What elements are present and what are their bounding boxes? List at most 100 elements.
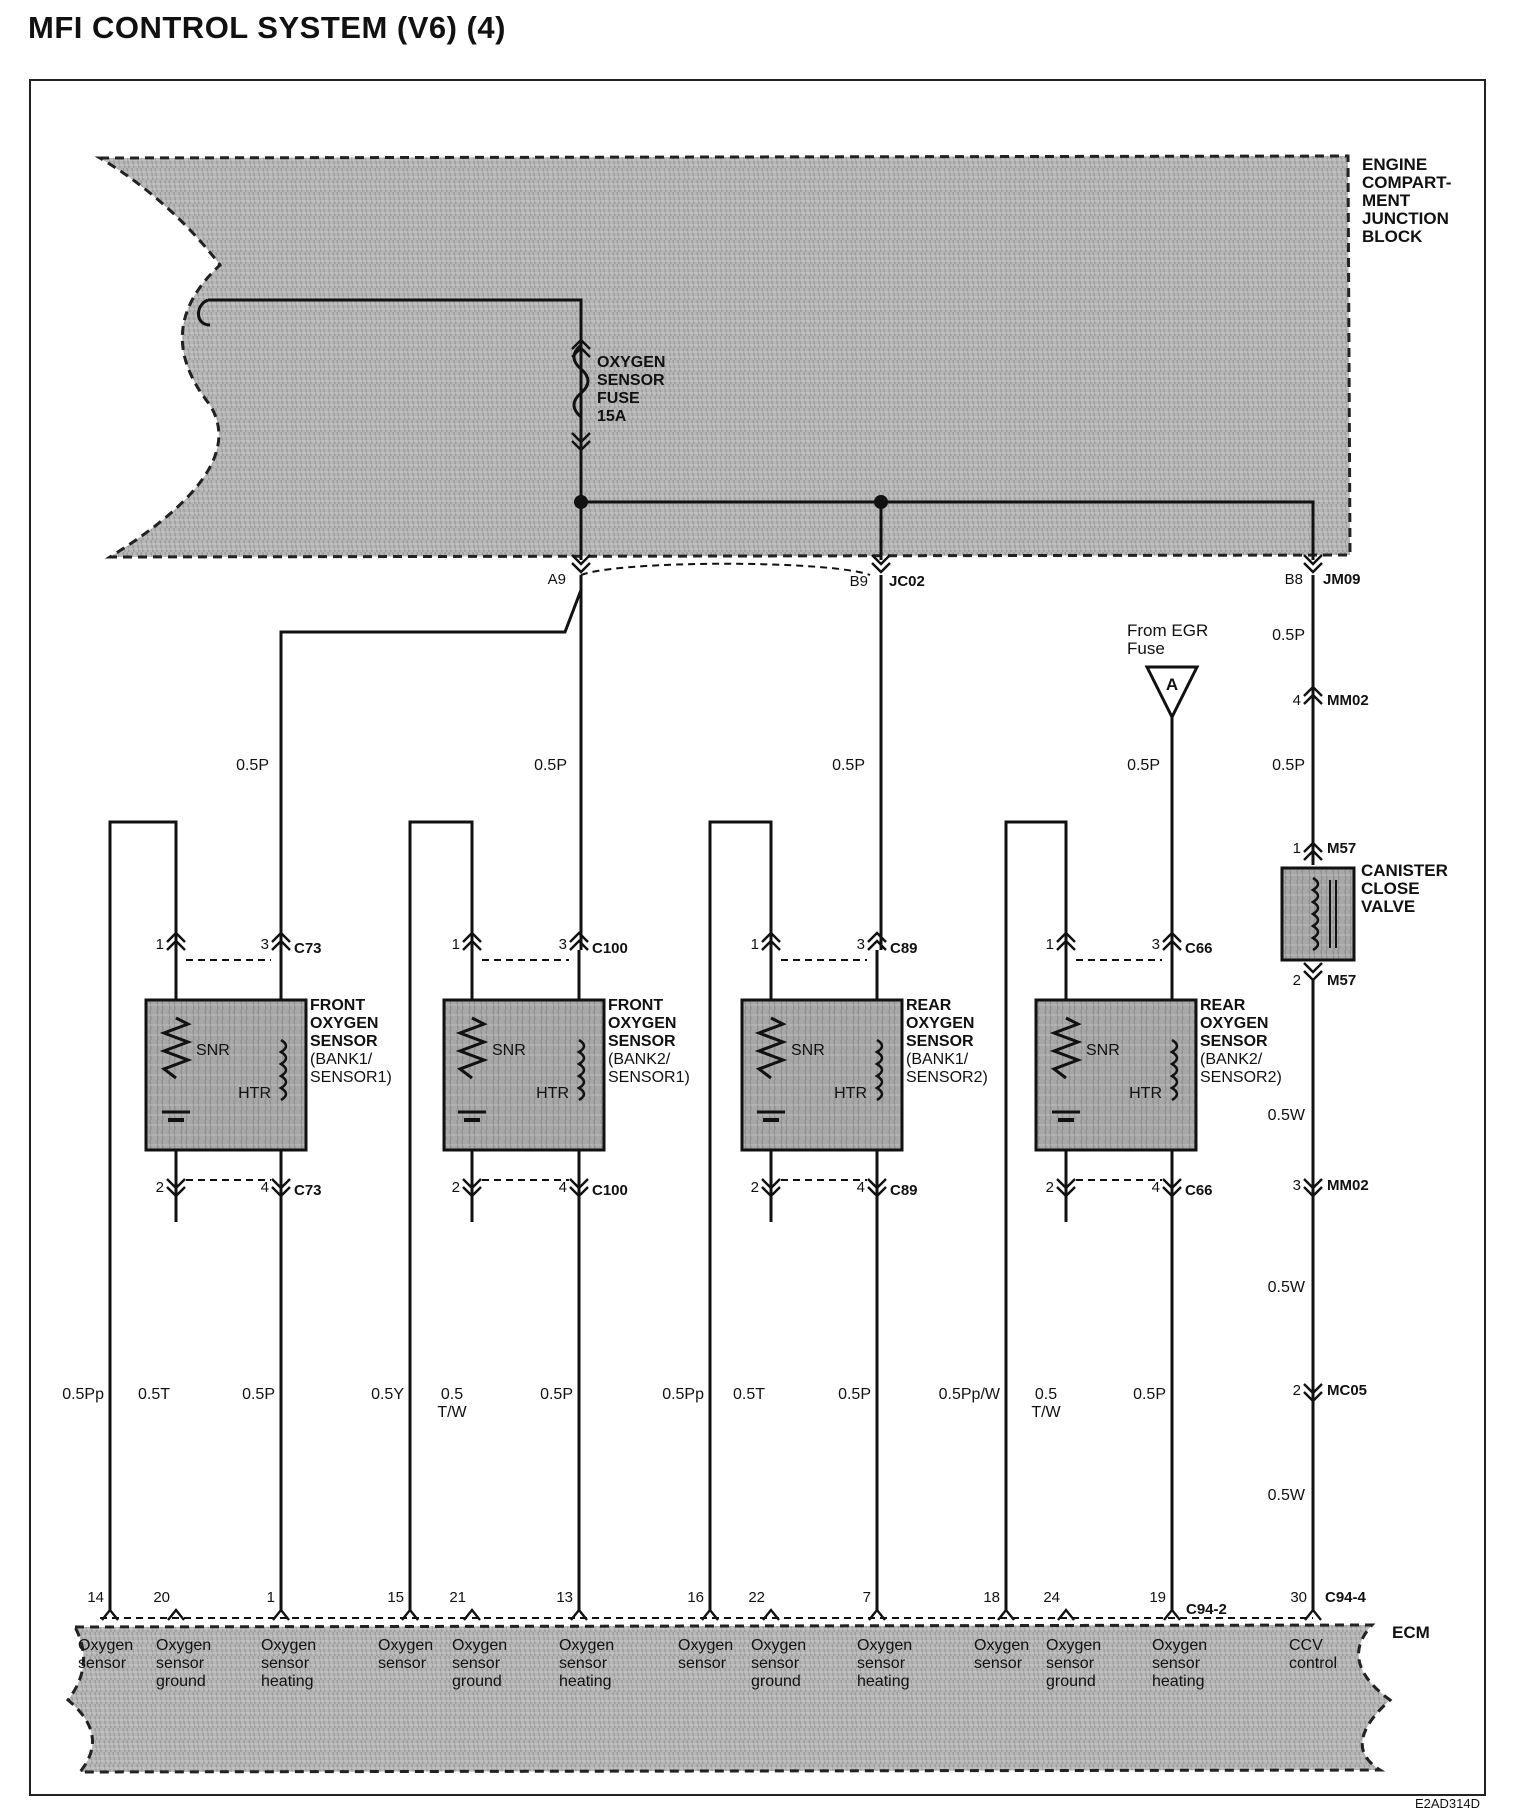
supply-wire-label: 0.5P	[1127, 757, 1160, 774]
ccv-wire-label: 0.5W	[1268, 1107, 1306, 1124]
ecm-pin-description: Oxygen	[559, 1637, 614, 1654]
ecm-pin-number: 13	[556, 1589, 573, 1606]
sensor-outer-wire	[108, 820, 178, 1610]
pin-number: 1	[751, 936, 759, 953]
ecm-pin-description: sensor	[678, 1655, 727, 1672]
connector-mark	[1162, 1178, 1182, 1198]
heater-coil-icon	[1169, 1038, 1179, 1102]
diagram-frame	[29, 79, 1486, 1796]
ecm-pin-description: CCV	[1289, 1637, 1323, 1654]
htr-label: HTR	[1129, 1085, 1162, 1102]
ecm-block	[65, 1623, 1393, 1774]
pin-number: 2	[156, 1179, 164, 1196]
ecm-pin-description: sensor	[974, 1655, 1023, 1672]
ecm-pin-number: 30	[1290, 1589, 1307, 1606]
wire-label-heating: 0.5P	[1133, 1386, 1166, 1403]
ecm-pin-description: control	[1289, 1655, 1337, 1672]
sensor-outer-wire	[1004, 820, 1068, 1610]
ecm-pin-description: Oxygen	[1152, 1637, 1207, 1654]
ecm-pin-description: sensor	[1152, 1655, 1201, 1672]
sensor-name: REAR	[1200, 997, 1246, 1014]
connector-label: JM09	[1323, 571, 1361, 588]
pin-number: 2	[751, 1179, 759, 1196]
ccv-connector-label: MC05	[1327, 1382, 1367, 1399]
connector-mark	[1056, 1178, 1076, 1198]
ecm-pin-description: Oxygen	[678, 1637, 733, 1654]
connector-mark	[462, 1178, 482, 1198]
heater-coil-icon	[576, 1038, 586, 1102]
resistor-icon	[1049, 1016, 1083, 1080]
ccv-connector-label: MM02	[1327, 1177, 1369, 1194]
ecm-pin-number: 7	[863, 1589, 871, 1606]
sensor-name: REAR	[906, 997, 952, 1014]
wire-label-ground: 0.5	[1035, 1386, 1057, 1403]
connector-mark	[571, 554, 591, 574]
sensor-position: (BANK2/	[1200, 1051, 1263, 1068]
fuse-label: SENSOR	[597, 372, 665, 389]
ecm-pin-description: Oxygen	[974, 1637, 1029, 1654]
pin-number: 2	[1046, 1179, 1054, 1196]
junction-block-label: MENT	[1362, 191, 1411, 210]
ecm-pin-mark	[463, 1608, 481, 1621]
sensor-position: SENSOR2)	[906, 1069, 988, 1086]
sensor-position: SENSOR1)	[608, 1069, 690, 1086]
ccv-connector-label: MM02	[1327, 692, 1369, 709]
wire-label-outer: 0.5Y	[371, 1386, 404, 1403]
ccv-connector-label: M57	[1327, 840, 1356, 857]
ecm-pin-number: 24	[1043, 1589, 1060, 1606]
resistor-icon	[455, 1016, 489, 1080]
connector-mark	[462, 931, 482, 951]
ecm-connector-label: C94-2	[1186, 1601, 1227, 1618]
sensor-connector-label: C89	[890, 1182, 918, 1199]
snr-label: SNR	[492, 1042, 526, 1059]
connector-mark	[761, 931, 781, 951]
connector-label: JC02	[889, 573, 925, 590]
fuse-label: OXYGEN	[597, 354, 665, 371]
ecm-pin-number: 15	[387, 1589, 404, 1606]
sensor-name: OXYGEN	[1200, 1015, 1268, 1032]
sensor-position: (BANK2/	[608, 1051, 671, 1068]
connector-mark	[1303, 1178, 1323, 1198]
sensor-name: SENSOR	[906, 1033, 974, 1050]
connector-mark	[1303, 962, 1323, 982]
wire-label-ground: T/W	[437, 1404, 467, 1421]
ccv-wire-label: 0.5P	[1272, 757, 1305, 774]
egr-fuse-triangle	[1144, 665, 1200, 721]
ecm-pin-description: Oxygen	[156, 1637, 211, 1654]
fuse-label: FUSE	[597, 390, 640, 407]
ccv-pin-number: 3	[1293, 1177, 1301, 1194]
ecm-pin-number: 14	[87, 1589, 104, 1606]
pin-number: 4	[857, 1179, 865, 1196]
sensor-connector-label: C73	[294, 940, 322, 957]
snr-label: SNR	[791, 1042, 825, 1059]
sensor-connector-label: C89	[890, 940, 918, 957]
connector-mark	[1162, 931, 1182, 951]
supply-wire-label: 0.5P	[534, 757, 567, 774]
pin-number: 3	[559, 936, 567, 953]
ecm-pin-number: 21	[449, 1589, 466, 1606]
ccv-pin-number: 2	[1293, 1382, 1301, 1399]
connector-mark	[271, 1178, 291, 1198]
connector-mark	[1303, 685, 1323, 705]
splice-dot	[574, 495, 588, 509]
ccv-wire-label: 0.5P	[1272, 627, 1305, 644]
sensor-connector-label: C66	[1185, 1182, 1213, 1199]
connector-mark	[1303, 554, 1323, 574]
ecm-pin-description: sensor	[78, 1655, 127, 1672]
ecm-pin-mark	[272, 1608, 290, 1621]
connector-mark	[569, 1178, 589, 1198]
connector-mark	[166, 931, 186, 951]
connector-mark	[571, 338, 591, 358]
pin-number: 3	[857, 936, 865, 953]
wire-label-heating: 0.5P	[242, 1386, 275, 1403]
pin-number: 3	[261, 936, 269, 953]
egr-fuse-symbol: A	[1166, 675, 1178, 694]
bus-terminal-wire	[197, 298, 211, 327]
wire-label-ground: 0.5	[441, 1386, 463, 1403]
ecm-pin-description: Oxygen	[378, 1637, 433, 1654]
connector-mark	[867, 931, 887, 951]
connector-mark	[871, 554, 891, 574]
connector-mark	[1303, 1383, 1323, 1403]
connector-label: A9	[548, 571, 566, 588]
